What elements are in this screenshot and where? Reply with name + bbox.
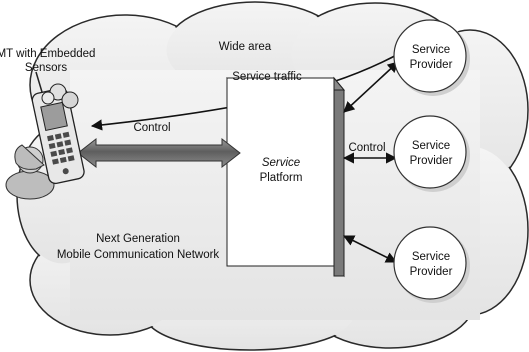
platform-provider-bottom-arrow (342, 235, 398, 263)
platform-title-line2: Platform (260, 172, 303, 184)
mobile-terminal-icon (5, 71, 85, 200)
service-provider-middle (393, 115, 470, 192)
control-right-label: Control (348, 142, 385, 154)
service-provider-bottom (393, 226, 470, 303)
provider-top-line1: Service (412, 44, 450, 56)
provider-middle-line2: Provider (410, 155, 453, 167)
service-traffic-label: Service traffic (232, 71, 302, 83)
device-label-line1: MT with Embedded (0, 48, 95, 60)
service-platform-block (225, 76, 346, 278)
device-label-line2: Sensors (25, 62, 67, 74)
service-provider-top (393, 19, 470, 96)
control-left-label: Control (133, 122, 170, 134)
network-label-line2: Mobile Communication Network (57, 249, 220, 261)
provider-bottom-line2: Provider (410, 266, 453, 278)
platform-provider-top-arrow (343, 61, 399, 113)
network-label-line1: Next Generation (96, 233, 180, 245)
platform-title-line1: Service (262, 157, 300, 169)
provider-top-line2: Provider (410, 59, 453, 71)
provider-bottom-line1: Service (412, 251, 450, 263)
control-data-channel-arrow (77, 137, 241, 169)
provider-middle-line1: Service (412, 140, 450, 152)
wide-area-label: Wide area (219, 41, 272, 53)
